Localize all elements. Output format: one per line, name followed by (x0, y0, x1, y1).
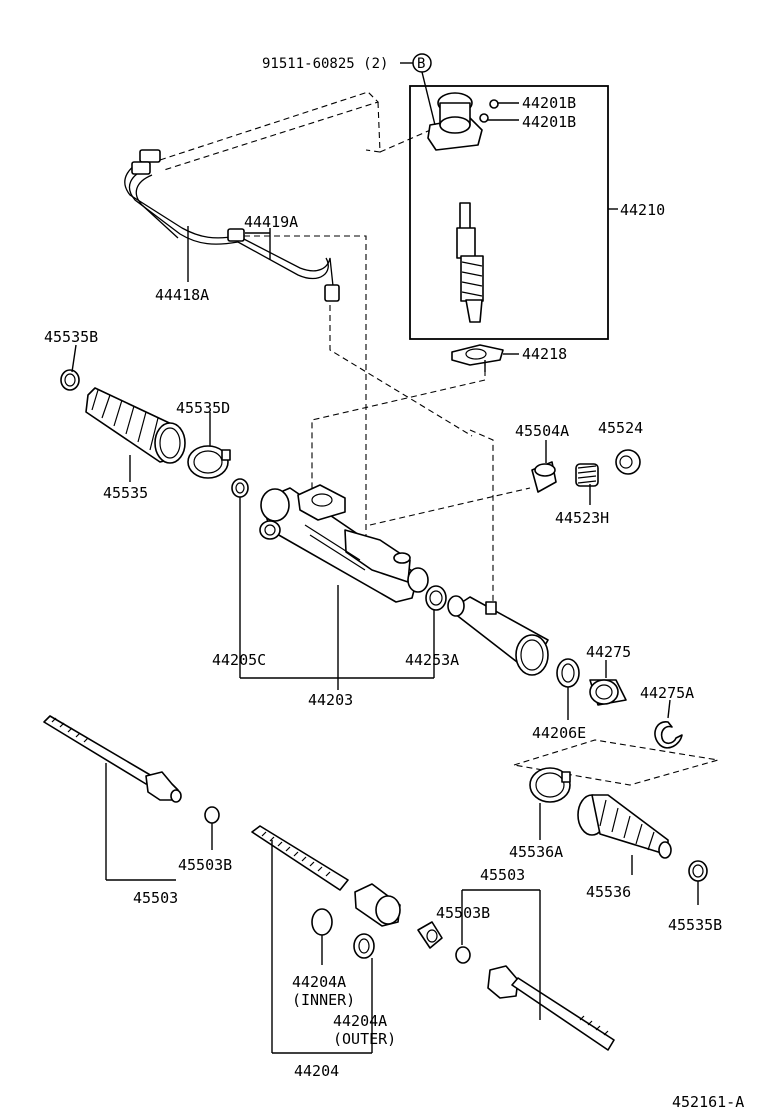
label-44210: 44210 (620, 201, 665, 219)
piston-icon (354, 883, 401, 927)
gasket-44218-icon (451, 344, 504, 366)
ring-44253a-icon (425, 585, 447, 611)
cylinder-tube-icon (447, 595, 549, 676)
label-44203: 44203 (308, 691, 353, 709)
label-45536a: 45536A (509, 843, 563, 861)
dust-boot-right-icon (577, 794, 672, 859)
diagram-code: 452161-A (672, 1093, 744, 1111)
clamp-45536a-icon (529, 767, 571, 803)
label-45535: 45535 (103, 484, 148, 502)
clamp-45535b-icon (60, 369, 80, 391)
label-45503-left: 45503 (133, 889, 178, 907)
label-45524: 45524 (598, 419, 643, 437)
valve-assembly-icon (427, 92, 499, 323)
label-44204: 44204 (294, 1062, 339, 1080)
cap-45524-icon (615, 449, 641, 475)
leader-lines (71, 62, 699, 1054)
label-45503-right: 45503 (480, 866, 525, 884)
label-44419a: 44419A (244, 213, 298, 231)
label-44418a: 44418A (155, 286, 209, 304)
washer-45503b-left-icon (204, 806, 220, 824)
label-45536: 45536 (586, 883, 631, 901)
pressure-tubes-icon (124, 149, 340, 302)
dashed-guide-lines (159, 91, 719, 786)
label-44205c: 44205C (212, 651, 266, 669)
label-44206e: 44206E (532, 724, 586, 742)
seal-44204a-outer-icon (353, 933, 375, 959)
label-44204a-outer: 44204A (333, 1012, 387, 1030)
spring-44523h-icon (575, 463, 599, 487)
seal-44204a-inner-icon (311, 908, 333, 936)
label-44275a: 44275A (640, 684, 694, 702)
label-inner-note: (INNER) (292, 991, 355, 1009)
label-44201b-2: 44201B (522, 113, 576, 131)
washer-45503b-right-icon (455, 946, 471, 964)
ring-44206e-icon (556, 658, 580, 688)
label-44253a: 44253A (405, 651, 459, 669)
snap-ring-44275a-icon (654, 721, 683, 749)
ring-44205c-icon (231, 478, 249, 498)
rack-housing-icon (259, 484, 429, 603)
clamp-45535b-bottom-icon (688, 860, 708, 882)
label-44523h: 44523H (555, 509, 609, 527)
label-45504a: 45504A (515, 422, 569, 440)
stopper-icon (417, 921, 443, 949)
label-44275: 44275 (586, 643, 631, 661)
label-44201b-1: 44201B (522, 94, 576, 112)
label-circle-b: B (417, 56, 425, 72)
label-44204a-inner: 44204A (292, 973, 346, 991)
tie-rod-left-icon (43, 715, 182, 803)
label-outer-note: (OUTER) (333, 1030, 396, 1048)
label-45503b-right: 45503B (436, 904, 490, 922)
label-44218: 44218 (522, 345, 567, 363)
reference-circle (412, 53, 432, 73)
label-45503b-left: 45503B (178, 856, 232, 874)
rack-guide-45504a-icon (531, 461, 557, 493)
rack-bar-icon (251, 825, 349, 891)
label-bolt: 91511-60825 (2) (262, 56, 388, 72)
valve-assembly-frame (409, 85, 609, 340)
label-45535b-bottom: 45535B (668, 916, 722, 934)
label-45535b-top: 45535B (44, 328, 98, 346)
label-45535d: 45535D (176, 399, 230, 417)
dust-boot-icon (85, 387, 186, 464)
tie-rod-right-icon (487, 965, 615, 1051)
bush-44275-icon (589, 679, 627, 706)
clamp-45535d-icon (187, 445, 231, 479)
